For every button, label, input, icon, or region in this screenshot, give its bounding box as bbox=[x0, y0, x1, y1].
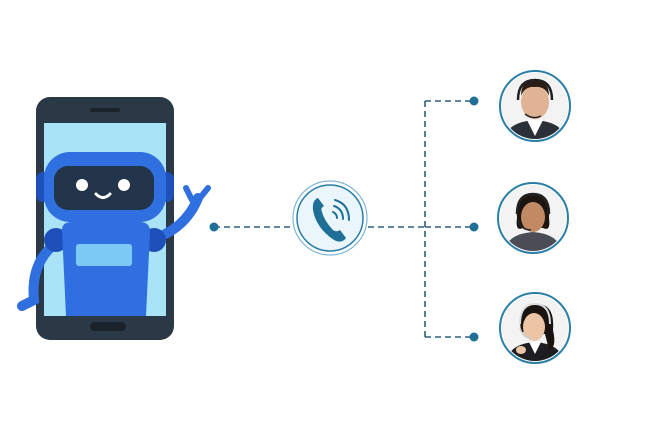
chatbot-robot-on-phone-icon bbox=[17, 97, 211, 340]
connector-dot bbox=[469, 96, 479, 106]
phone-call-icon bbox=[292, 180, 368, 256]
connector-dot bbox=[469, 222, 479, 232]
connectors bbox=[214, 100, 474, 338]
connector-dot bbox=[209, 222, 219, 232]
agent-avatar-3 bbox=[499, 292, 571, 364]
agent-avatar-1 bbox=[499, 70, 571, 142]
agent-avatar-2 bbox=[497, 182, 569, 254]
connector-dot bbox=[469, 332, 479, 342]
